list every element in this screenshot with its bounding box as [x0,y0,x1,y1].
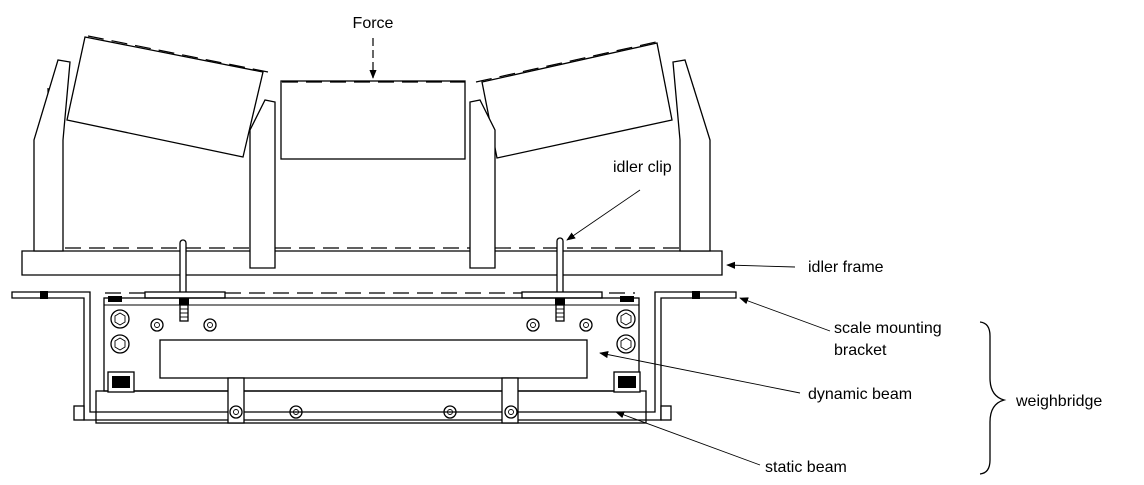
right-end-bracket [672,59,711,252]
scale-mounting-bracket-label-line2: bracket [834,342,887,359]
bolts [110,298,636,419]
static-beam-leader [615,411,761,466]
left-wing-roller [66,36,264,158]
scale-mounting-bracket-label-line1: scale mounting [834,320,942,337]
scale-bracket-leader [739,297,831,332]
leader-lines [369,38,831,466]
center-roller [280,80,466,160]
idler-clip-label: idler clip [613,159,672,176]
center-left-bracket [249,99,276,269]
idler-frame [21,59,723,276]
dynamic-beam-label: dynamic beam [808,386,912,403]
idler-frame-leader [726,261,796,269]
labels: Force idler clip idler frame scale mount… [353,15,1103,476]
idler-clips [144,237,603,299]
force-label: Force [353,15,394,32]
idler-rollers [66,36,673,160]
left-end-bracket [33,59,71,252]
weighbridge-body [95,296,647,424]
right-wing-roller [481,42,673,159]
weighbridge-label: weighbridge [1015,393,1102,410]
scale-mounting-bracket [11,291,737,421]
dynamic-beam [159,339,588,379]
static-beam-label: static beam [765,459,847,476]
idler-clip-leader [566,189,641,241]
idler-frame-label: idler frame [808,259,884,276]
weighbridge-brace [979,321,1007,475]
center-right-bracket [469,99,496,269]
dynamic-beam-leader [599,351,801,394]
